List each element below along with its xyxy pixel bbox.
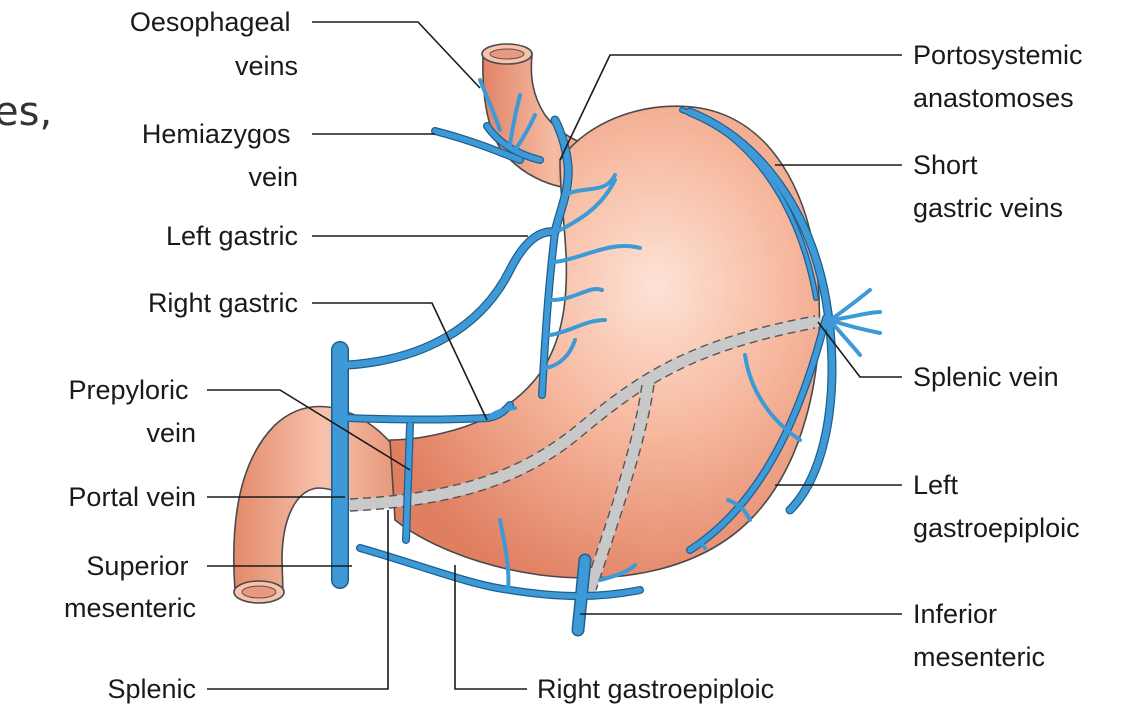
label-inferior-mesenteric-line1: Inferior [913,599,997,629]
label-splenic-line1: Splenic [107,674,196,704]
label-right-gastric-line1: Right gastric [148,288,298,318]
label-splenic-vein-line1: Splenic vein [913,362,1059,392]
label-left-gastroepiploic-line2: gastroepiploic [913,513,1080,543]
leader-oesophageal-veins [312,22,480,88]
label-splenic-vein: Splenic vein [913,362,1059,392]
label-oesophageal-veins-line1: Oesophageal [130,7,291,37]
label-prepyloric-vein-line1: Prepyloric [68,375,188,405]
label-short-gastric-line2: gastric veins [913,193,1063,223]
label-right-gastroepiploic: Right gastroepiploic [537,674,774,704]
label-short-gastric-veins: Short gastric veins [913,150,1063,223]
label-portosystemic-line1: Portosystemic [913,40,1083,70]
background-text-fragment: es, [0,89,52,135]
label-hemiazygos-vein-line2: vein [248,162,298,192]
label-oesophageal-veins: Oesophageal veins [130,7,298,81]
label-hemiazygos-vein: Hemiazygos vein [142,119,298,192]
label-splenic: Splenic [107,674,196,704]
label-portosystemic-anastomoses: Portosystemic anastomoses [913,40,1090,113]
label-inferior-mesenteric: Inferior mesenteric [913,599,1045,672]
label-left-gastroepiploic-line1: Left [913,470,959,500]
label-prepyloric-vein-line2: vein [146,418,196,448]
label-short-gastric-line1: Short [913,150,978,180]
label-prepyloric-vein: Prepyloric vein [68,375,196,448]
label-right-gastric: Right gastric [148,288,298,318]
label-superior-mesenteric-line2: mesenteric [64,593,196,623]
inferior-mesenteric-vein [578,560,585,630]
label-superior-mesenteric-line1: Superior [86,551,188,581]
label-right-gastroepiploic-line1: Right gastroepiploic [537,674,774,704]
label-left-gastric: Left gastric [166,221,298,251]
label-hemiazygos-vein-line1: Hemiazygos [142,119,291,149]
label-portal-vein-line1: Portal vein [68,482,196,512]
label-portal-vein: Portal vein [68,482,196,512]
label-inferior-mesenteric-line2: mesenteric [913,642,1045,672]
label-portosystemic-line2: anastomoses [913,83,1074,113]
label-left-gastroepiploic: Left gastroepiploic [913,470,1080,543]
label-superior-mesenteric: Superior mesenteric [64,551,196,623]
label-left-gastric-line1: Left gastric [166,221,298,251]
label-oesophageal-veins-line2: veins [235,51,298,81]
